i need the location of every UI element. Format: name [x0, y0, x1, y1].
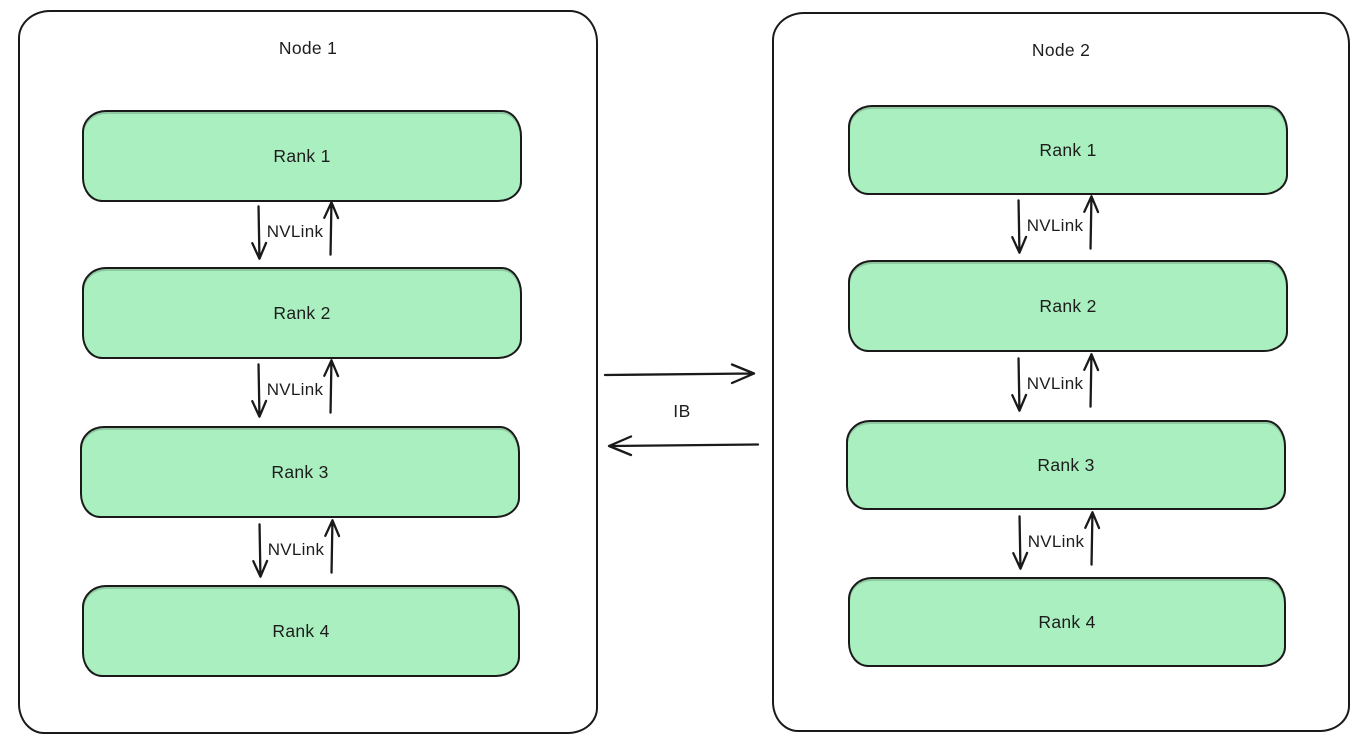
node-2-rank-1-box: Rank 1 — [848, 105, 1288, 195]
down-arrow-icon — [1011, 514, 1028, 570]
nvlink-label: NVLink — [266, 380, 324, 399]
rank-label: Rank 1 — [273, 145, 331, 166]
node-2-rank-3-box: Rank 3 — [846, 420, 1286, 510]
up-arrow-icon — [323, 201, 340, 256]
node-1-rank-3-box: Rank 3 — [80, 426, 520, 518]
right-arrow-icon — [603, 363, 756, 385]
ib-left-arrow — [605, 432, 760, 458]
nvlink-connector: NVLink — [996, 510, 1116, 573]
nvlink-label: NVLink — [267, 539, 325, 559]
nvlink-connector: NVLink — [235, 201, 355, 263]
down-arrow-icon — [251, 522, 268, 578]
up-arrow-icon — [323, 359, 340, 414]
node-1-title: Node 1 — [278, 38, 338, 58]
nvlink-label: NVLink — [1026, 374, 1084, 393]
down-arrow-icon — [250, 363, 267, 418]
rank-label: Rank 2 — [273, 302, 331, 323]
node-2-container: Node 2 Rank 1 Rank 2 Rank 3 Rank 4 — [772, 12, 1350, 732]
rank-label: Rank 4 — [1038, 611, 1096, 632]
rank-label: Rank 1 — [1039, 139, 1097, 160]
up-arrow-icon — [1084, 510, 1101, 566]
down-arrow-icon — [1010, 198, 1027, 254]
up-arrow-icon — [324, 518, 341, 574]
node-2-rank-2-box: Rank 2 — [848, 260, 1288, 352]
down-arrow-icon — [1010, 357, 1027, 412]
down-arrow-icon — [250, 205, 267, 260]
node-1-rank-1-box: Rank 1 — [82, 110, 522, 202]
rank-label: Rank 3 — [271, 461, 329, 482]
nvlink-connector: NVLink — [995, 194, 1115, 256]
nvlink-label: NVLink — [1027, 531, 1085, 551]
rank-label: Rank 3 — [1037, 454, 1095, 475]
nvlink-connector: NVLink — [236, 518, 356, 581]
left-arrow-icon — [607, 435, 760, 457]
node-1-rank-2-box: Rank 2 — [82, 267, 522, 359]
nvlink-label: NVLink — [266, 222, 324, 241]
node-2-rank-4-box: Rank 4 — [848, 577, 1286, 667]
nvlink-connector: NVLink — [995, 352, 1115, 416]
ib-label: IB — [673, 401, 691, 421]
ib-right-arrow — [603, 361, 758, 387]
up-arrow-icon — [1083, 194, 1100, 250]
rank-label: Rank 2 — [1039, 295, 1097, 316]
nvlink-connector: NVLink — [235, 358, 355, 422]
nvlink-label: NVLink — [1026, 215, 1084, 235]
node-1-rank-4-box: Rank 4 — [82, 585, 520, 677]
node-2-title: Node 2 — [1031, 40, 1091, 60]
node-1-container: Node 1 Rank 1 Rank 2 Rank 3 Rank 4 — [18, 10, 598, 734]
up-arrow-icon — [1083, 353, 1100, 408]
rank-label: Rank 4 — [272, 620, 330, 641]
